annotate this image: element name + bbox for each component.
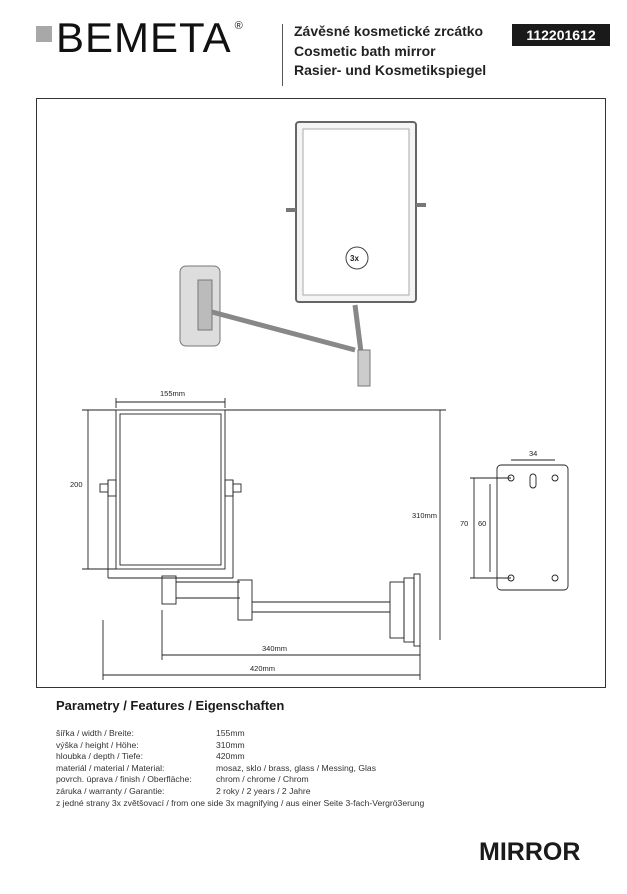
- param-row: hloubka / depth / Tiefe: 420mm: [56, 751, 424, 763]
- param-label: výška / height / Höhe:: [56, 739, 139, 750]
- dim-plate-hole-height: 60: [478, 519, 486, 528]
- parameters-list: šířka / width / Breite: 155mm výška / hei…: [56, 728, 424, 809]
- brand-logo: BEMETA ®: [36, 16, 243, 60]
- dim-arm-length: 340mm: [262, 644, 287, 653]
- param-label: hloubka / depth / Tiefe:: [56, 751, 143, 762]
- dim-plate-height: 70: [460, 519, 468, 528]
- param-value: chrom / chrome / Chrom: [216, 774, 309, 785]
- wall-plate-view: [470, 459, 569, 591]
- logo-square: [36, 26, 52, 42]
- dim-plate-hole-spacing: 34: [529, 449, 537, 458]
- product-photo: [179, 121, 426, 387]
- param-value: 420mm: [216, 751, 245, 762]
- param-row: záruka / warranty / Garantie: 2 roky / 2 …: [56, 786, 424, 798]
- param-label: šířka / width / Breite:: [56, 728, 134, 738]
- category-label: MIRROR: [479, 838, 581, 866]
- brand-name: BEMETA: [56, 14, 232, 61]
- drawing-frame: [36, 98, 606, 688]
- dim-depth: 420mm: [250, 664, 275, 673]
- param-row: povrch. úprava / finish / Oberfläche: chr…: [56, 774, 424, 786]
- title-en: Cosmetic bath mirror: [294, 42, 436, 59]
- dim-width: 155mm: [160, 389, 185, 398]
- param-value: 2 roky / 2 years / 2 Jahre: [216, 785, 311, 796]
- param-row: materiál / material / Material: mosaz, sk…: [56, 763, 424, 775]
- param-label: povrch. úprava / finish / Oberfläche:: [56, 774, 192, 785]
- dim-total-height: 310mm: [412, 511, 437, 520]
- title-de: Rasier- und Kosmetikspiegel: [294, 62, 487, 78]
- dim-mirror-height: 200: [70, 480, 83, 489]
- param-value: 310mm: [216, 739, 245, 750]
- param-label: materiál / material / Material:: [56, 762, 165, 773]
- header-divider: [282, 24, 283, 86]
- registered-mark: ®: [234, 20, 243, 32]
- parameters-heading: Parametry / Features / Eigenschaften: [56, 698, 285, 713]
- param-label: záruka / warranty / Garantie:: [56, 785, 165, 796]
- param-value: mosaz, sklo / brass, glass / Messing, Gl…: [216, 762, 376, 773]
- title-cz: Závěsné kosmetické zrcátko: [294, 23, 484, 39]
- param-row: výška / height / Höhe: 310mm: [56, 740, 424, 752]
- param-row: šířka / width / Breite: 155mm: [56, 728, 424, 740]
- param-note: z jedné strany 3x zvětšovací / from one …: [56, 797, 425, 808]
- magnification-badge: 3x: [350, 254, 359, 263]
- product-titles: Závěsné kosmetické zrcátko Cosmetic bath…: [294, 22, 486, 81]
- front-view: [82, 398, 446, 680]
- product-code: 112201612: [512, 24, 610, 46]
- param-value: 155mm: [216, 728, 245, 738]
